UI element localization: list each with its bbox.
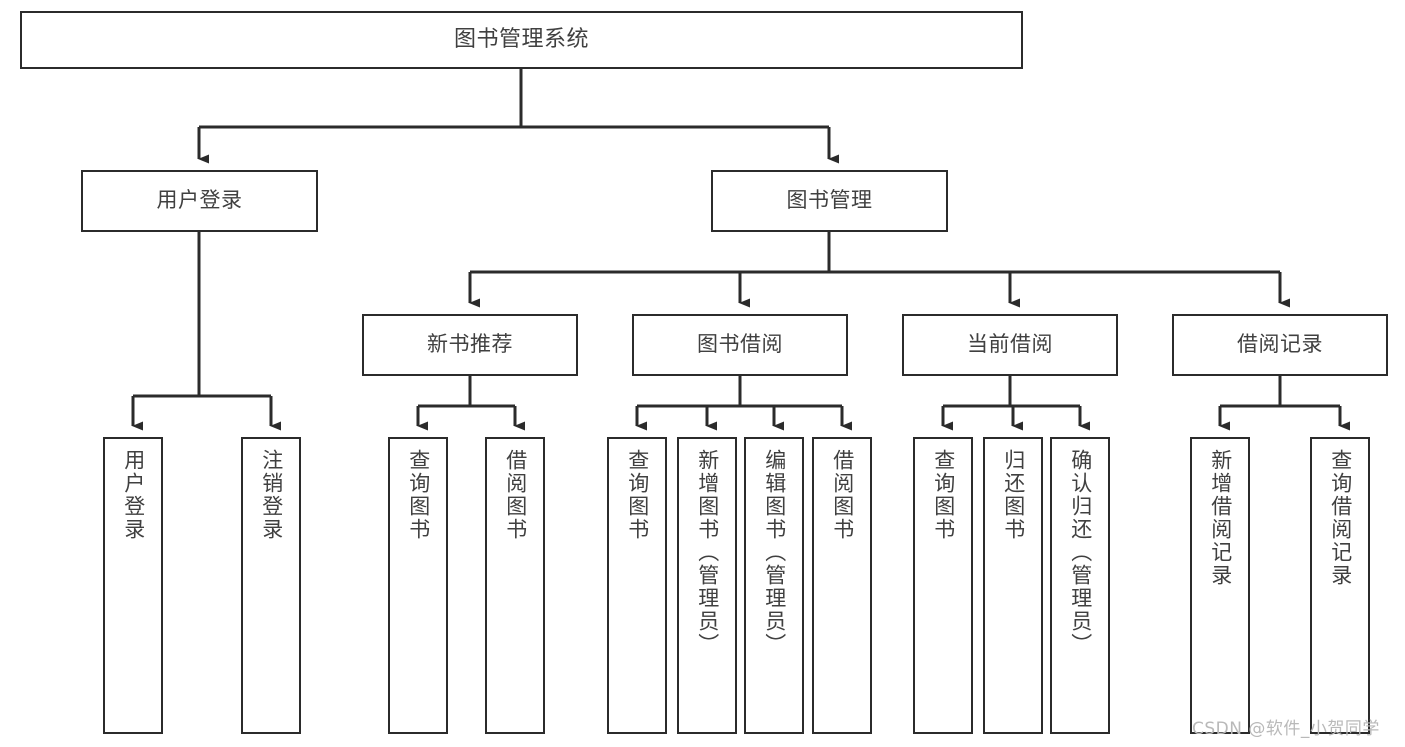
- leaf-query-books-borrow-label: 查询图书: [625, 449, 650, 541]
- node-current-borrow-label: 当前借阅: [967, 332, 1053, 357]
- node-borrow-record[interactable]: 借阅记录: [1172, 314, 1388, 376]
- leaf-query-books-new[interactable]: 查询图书: [388, 437, 448, 734]
- leaf-query-borrow-record[interactable]: 查询借阅记录: [1310, 437, 1370, 734]
- leaf-query-books-current[interactable]: 查询图书: [913, 437, 973, 734]
- node-new-book-recommend-label: 新书推荐: [427, 332, 513, 357]
- leaf-query-books-borrow[interactable]: 查询图书: [607, 437, 667, 734]
- leaf-logout-label: 注销登录: [259, 449, 284, 541]
- leaf-query-borrow-record-label: 查询借阅记录: [1328, 449, 1353, 587]
- node-borrow-record-label: 借阅记录: [1237, 332, 1323, 357]
- node-user-login-label: 用户登录: [156, 188, 243, 213]
- leaf-add-borrow-record-label: 新增借阅记录: [1208, 449, 1233, 587]
- leaf-query-books-current-label: 查询图书: [931, 449, 956, 541]
- leaf-user-login-label: 用户登录: [121, 449, 146, 541]
- leaf-return-books-label: 归还图书: [1001, 449, 1026, 541]
- node-book-borrow[interactable]: 图书借阅: [632, 314, 848, 376]
- leaf-logout[interactable]: 注销登录: [241, 437, 301, 734]
- node-root[interactable]: 图书管理系统: [20, 11, 1023, 69]
- node-book-borrow-label: 图书借阅: [697, 332, 783, 357]
- leaf-add-book-admin[interactable]: 新增图书（管理员）: [677, 437, 737, 734]
- node-root-label: 图书管理系统: [453, 26, 589, 52]
- leaf-add-book-admin-label: 新增图书（管理员）: [695, 449, 720, 656]
- node-current-borrow[interactable]: 当前借阅: [902, 314, 1118, 376]
- node-user-login[interactable]: 用户登录: [81, 170, 318, 232]
- leaf-user-login[interactable]: 用户登录: [103, 437, 163, 734]
- leaf-return-books[interactable]: 归还图书: [983, 437, 1043, 734]
- leaf-borrow-books-new-label: 借阅图书: [503, 449, 528, 541]
- leaf-query-books-new-label: 查询图书: [406, 449, 431, 541]
- leaf-borrow-books-label: 借阅图书: [830, 449, 855, 541]
- leaf-confirm-return-admin-label: 确认归还（管理员）: [1068, 449, 1093, 656]
- leaf-add-borrow-record[interactable]: 新增借阅记录: [1190, 437, 1250, 734]
- leaf-borrow-books-new[interactable]: 借阅图书: [485, 437, 545, 734]
- node-book-management[interactable]: 图书管理: [711, 170, 948, 232]
- leaf-edit-book-admin-label: 编辑图书（管理员）: [762, 449, 787, 656]
- node-new-book-recommend[interactable]: 新书推荐: [362, 314, 578, 376]
- leaf-confirm-return-admin[interactable]: 确认归还（管理员）: [1050, 437, 1110, 734]
- node-book-management-label: 图书管理: [786, 188, 873, 213]
- leaf-edit-book-admin[interactable]: 编辑图书（管理员）: [744, 437, 804, 734]
- leaf-borrow-books[interactable]: 借阅图书: [812, 437, 872, 734]
